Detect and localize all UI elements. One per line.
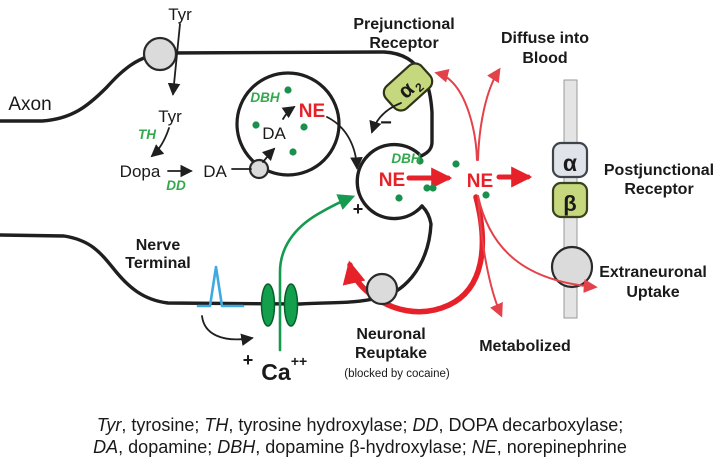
extraneuronal-transporter <box>550 245 594 289</box>
caption-abbr-ne: NE <box>471 437 497 457</box>
docked-vesicle <box>355 142 424 221</box>
beta-receptor-label: β <box>563 191 576 216</box>
action-potential-spike <box>196 265 245 308</box>
caption-line-2: DA, dopamine; DBH, dopamine β-hydroxylas… <box>0 436 720 458</box>
docked-dbh-label: DBH <box>391 151 420 166</box>
figure-caption: Tyr, tyrosine; TH, tyrosine hydroxylase;… <box>0 414 720 458</box>
extraneuronal-label-line1: Extraneuronal <box>599 264 707 281</box>
extraneuronal-label-line2: Uptake <box>626 284 679 301</box>
calcium-channel-right <box>283 283 299 327</box>
caption-abbr-dbh: DBH <box>217 437 256 457</box>
postjunctional-label-line2: Receptor <box>624 181 693 198</box>
caption-def-dd: , DOPA decarboxylase; <box>438 415 624 435</box>
vesicular-da-transporter <box>248 158 270 180</box>
diffuse-label-line1: Diffuse into <box>501 30 589 47</box>
tyr-inside-label: Tyr <box>158 107 182 126</box>
ne-to-metabolized-arrow <box>477 195 503 318</box>
da-to-ne-arrow <box>281 105 296 120</box>
ne-to-extraneuronal-arrow <box>477 195 598 294</box>
da-label: DA <box>203 162 227 181</box>
dopa-label: Dopa <box>120 162 161 181</box>
prejunctional-label-line2: Receptor <box>369 35 438 52</box>
caption-abbr-th: TH <box>204 415 229 435</box>
axon-membrane-bottom <box>0 204 433 306</box>
ne-molecule-dots <box>252 86 490 202</box>
docked-ne-label: NE <box>379 170 405 191</box>
ne-to-docked-vesicle-arrow <box>326 116 363 170</box>
prejunctional-label-line1: Prejunctional <box>353 16 454 33</box>
tyrosine-transporter <box>142 36 178 72</box>
th-enzyme-label: TH <box>138 127 156 142</box>
calcium-channel-left <box>260 283 276 327</box>
storage-ne-label: NE <box>299 101 325 122</box>
tyr-uptake-arrow <box>167 23 181 96</box>
reuptake-note-label: (blocked by cocaine) <box>344 368 450 380</box>
axon-membrane-top <box>0 50 434 158</box>
tyr-to-dopa-arrow <box>150 127 170 158</box>
cleft-ne-label: NE <box>467 171 493 192</box>
alpha2-receptor: α 2 <box>382 62 434 112</box>
caption-def-tyr: , tyrosine; <box>121 415 205 435</box>
alpha2-inhibition-arrow <box>369 102 402 134</box>
da-into-vesicle-arrow <box>261 147 276 163</box>
reuptake-label-line2: Reuptake <box>355 345 427 362</box>
beta-receptor-box <box>551 181 589 219</box>
neuronal-reuptake-arrow <box>342 194 486 315</box>
postjunctional-label-line1: Postjunctional <box>604 162 714 179</box>
plus-release-sign: + <box>353 199 364 219</box>
spike-to-channel-arrow <box>201 315 254 346</box>
caption-def-da: , dopamine; <box>118 437 218 457</box>
reuptake-transporter <box>365 272 399 306</box>
caption-abbr-tyr: Tyr <box>96 415 122 435</box>
calcium-label: Ca <box>261 359 291 385</box>
axon-label: Axon <box>8 94 51 115</box>
ne-to-alpha2-arrow <box>434 68 478 161</box>
caption-abbr-dd: DD <box>412 415 439 435</box>
diagram-canvas: α 2 α β Tyr Axon Tyr TH Dopa DD DA DBH D… <box>0 5 714 385</box>
caption-def-dbh: , dopamine β-hydroxylase; <box>255 437 472 457</box>
caption-line-1: Tyr, tyrosine; TH, tyrosine hydroxylase;… <box>0 414 720 436</box>
nerve-terminal-label-line1: Nerve <box>136 237 181 254</box>
caption-def-ne: , norepinephrine <box>496 437 627 457</box>
plus-calcium-sign: + <box>243 350 254 370</box>
caption-abbr-da: DA <box>93 437 119 457</box>
alpha-receptor-label: α <box>563 150 577 176</box>
calcium-charge-label: ++ <box>291 353 307 369</box>
calcium-influx-arrow <box>278 194 356 352</box>
storage-da-label: DA <box>262 124 286 143</box>
ne-to-blood-arrow <box>477 67 501 161</box>
alpha-receptor-box <box>551 141 589 179</box>
inhibition-minus-sign: − <box>380 112 392 134</box>
reuptake-label-line1: Neuronal <box>356 326 425 343</box>
caption-def-th: , tyrosine hydroxylase; <box>228 415 413 435</box>
diffuse-label-line2: Blood <box>522 50 567 67</box>
storage-dbh-label: DBH <box>250 90 279 105</box>
tyr-outside-label: Tyr <box>168 5 192 24</box>
dd-enzyme-label: DD <box>166 178 186 193</box>
nerve-terminal-label-line2: Terminal <box>125 255 191 272</box>
metabolized-label: Metabolized <box>479 338 571 355</box>
